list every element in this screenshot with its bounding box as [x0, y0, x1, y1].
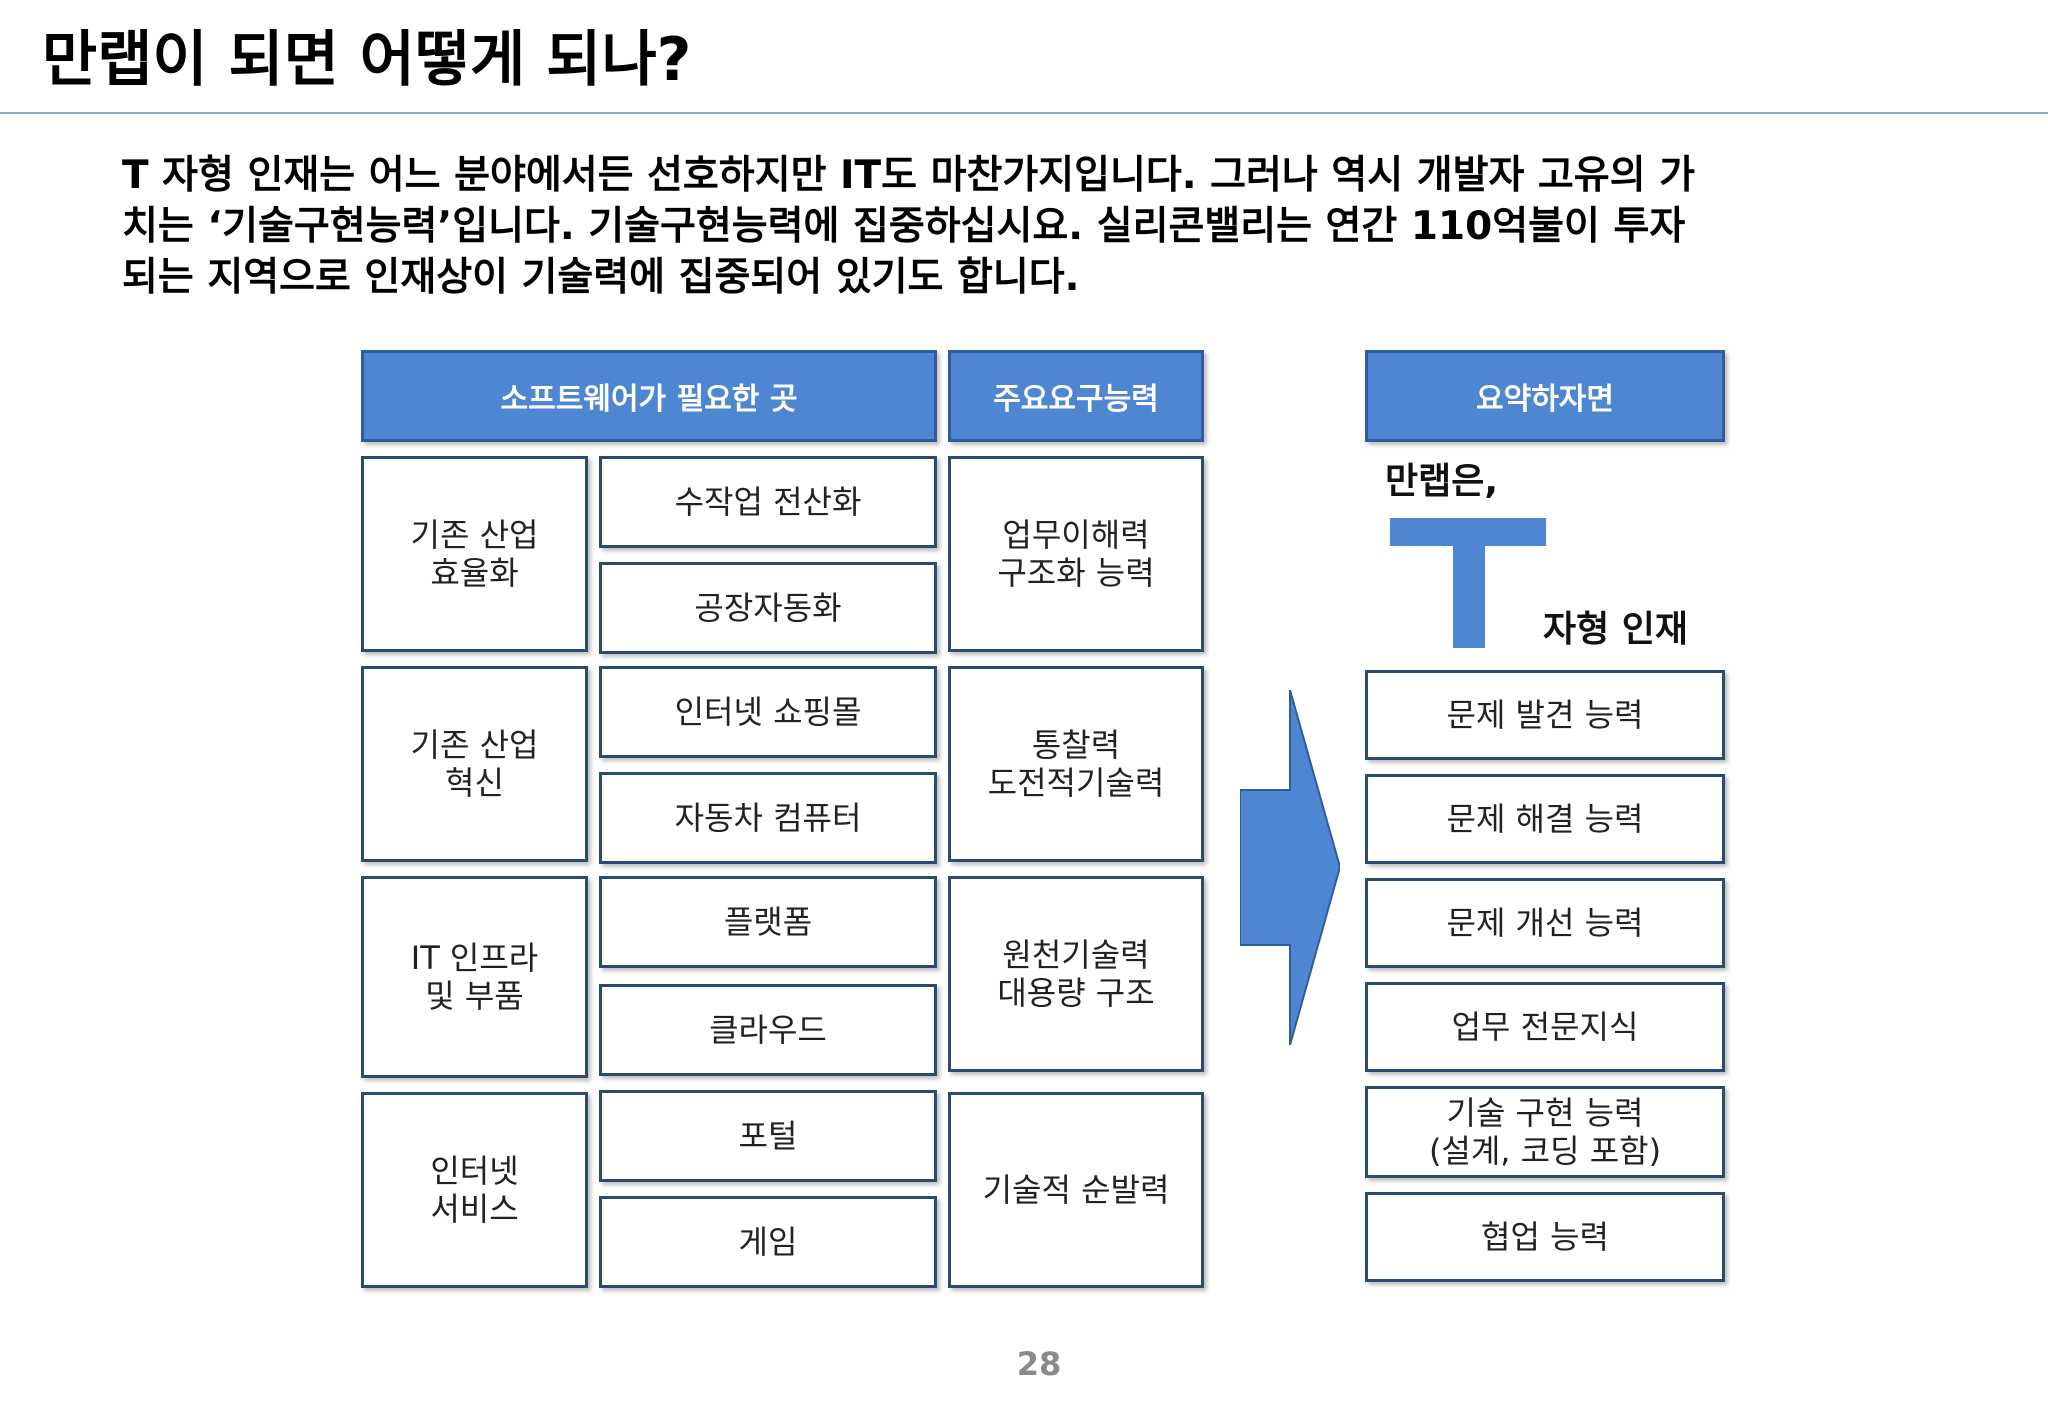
intro-line: T 자형 인재는 어느 분야에서든 선호하지만 IT도 마찬가지입니다. 그러나…	[122, 153, 1696, 198]
ability-line: 구조화 능력	[997, 554, 1155, 592]
need-item-label: 자동차 컴퓨터	[674, 799, 862, 837]
summary-item-box: 문제 해결 능력	[1365, 774, 1725, 864]
ability-box: 업무이해력 구조화 능력	[948, 456, 1204, 652]
summary-item-label: 문제 개선 능력	[1446, 904, 1644, 942]
ability-line: 업무이해력	[1002, 516, 1150, 554]
summary-item-box: 기술 구현 능력 (설계, 코딩 포함)	[1365, 1086, 1725, 1178]
page-number: 28	[1016, 1345, 1062, 1383]
need-item-label: 플랫폼	[723, 903, 813, 941]
summary-item-box: 문제 발견 능력	[1365, 670, 1725, 760]
intro-line: 치는 ‘기술구현능력’입니다. 기술구현능력에 집중하십시요. 실리콘밸리는 연…	[122, 204, 1686, 249]
need-item-label: 인터넷 쇼핑몰	[674, 693, 862, 731]
need-item-box: 자동차 컴퓨터	[599, 772, 937, 864]
need-item-box: 포털	[599, 1090, 937, 1182]
summary-item-label: 기술 구현 능력	[1446, 1094, 1644, 1132]
category-line: 효율화	[430, 554, 519, 592]
header-summary: 요약하자면	[1365, 350, 1725, 442]
t-shape-icon	[1390, 518, 1546, 648]
ability-line: 대용량 구조	[997, 974, 1155, 1012]
need-item-box: 게임	[599, 1196, 937, 1288]
t-shape-caption: 자형 인재	[1543, 609, 1689, 650]
category-line: 혁신	[445, 764, 504, 802]
category-box: 기존 산업 혁신	[361, 666, 588, 862]
need-item-box: 플랫폼	[599, 876, 937, 968]
category-box: 기존 산업 효율화	[361, 456, 588, 652]
ability-box: 통찰력 도전적기술력	[948, 666, 1204, 862]
intro-line: 되는 지역으로 인재상이 기술력에 집중되어 있기도 합니다.	[122, 255, 1080, 300]
summary-item-box: 협업 능력	[1365, 1192, 1725, 1282]
need-item-label: 포털	[738, 1117, 798, 1155]
ability-line: 통찰력	[1031, 726, 1121, 764]
need-item-label: 공장자동화	[694, 589, 842, 627]
ability-line: 도전적기술력	[987, 764, 1165, 802]
ability-box: 기술적 순발력	[948, 1092, 1204, 1288]
summary-item-label: 협업 능력	[1481, 1218, 1609, 1256]
need-item-label: 클라우드	[709, 1011, 827, 1049]
intro-text: T 자형 인재는 어느 분야에서든 선호하지만 IT도 마찬가지입니다. 그러나…	[122, 150, 1952, 303]
category-box: 인터넷 서비스	[361, 1092, 588, 1288]
header-software: 소프트웨어가 필요한 곳	[361, 350, 937, 442]
need-item-label: 게임	[738, 1223, 798, 1261]
category-line: 인터넷	[430, 1152, 519, 1190]
category-line: 기존 산업	[410, 726, 539, 764]
category-line: 및 부품	[425, 977, 524, 1015]
summary-item-label: 업무 전문지식	[1451, 1008, 1639, 1046]
summary-item-box: 문제 개선 능력	[1365, 878, 1725, 968]
summary-item-sublabel: (설계, 코딩 포함)	[1428, 1132, 1662, 1170]
ability-box: 원천기술력 대용량 구조	[948, 876, 1204, 1072]
right-arrow-icon	[1240, 690, 1340, 1045]
summary-item-box: 업무 전문지식	[1365, 982, 1725, 1072]
summary-item-label: 문제 해결 능력	[1446, 800, 1644, 838]
header-abilities: 주요요구능력	[948, 350, 1204, 442]
ability-line: 기술적 순발력	[982, 1171, 1170, 1209]
need-item-box: 수작업 전산화	[599, 456, 937, 548]
need-item-box: 인터넷 쇼핑몰	[599, 666, 937, 758]
page-title: 만랩이 되면 어떻게 되나?	[42, 25, 692, 95]
summary-lead: 만랩은,	[1385, 461, 1499, 502]
category-line: 기존 산업	[410, 516, 539, 554]
summary-item-label: 문제 발견 능력	[1446, 696, 1644, 734]
need-item-box: 클라우드	[599, 984, 937, 1076]
ability-line: 원천기술력	[1002, 936, 1150, 974]
category-line: 서비스	[430, 1190, 519, 1228]
category-line: IT 인프라	[410, 939, 539, 977]
title-divider	[0, 112, 2048, 114]
need-item-label: 수작업 전산화	[674, 483, 862, 521]
need-item-box: 공장자동화	[599, 562, 937, 654]
category-box: IT 인프라 및 부품	[361, 876, 588, 1078]
